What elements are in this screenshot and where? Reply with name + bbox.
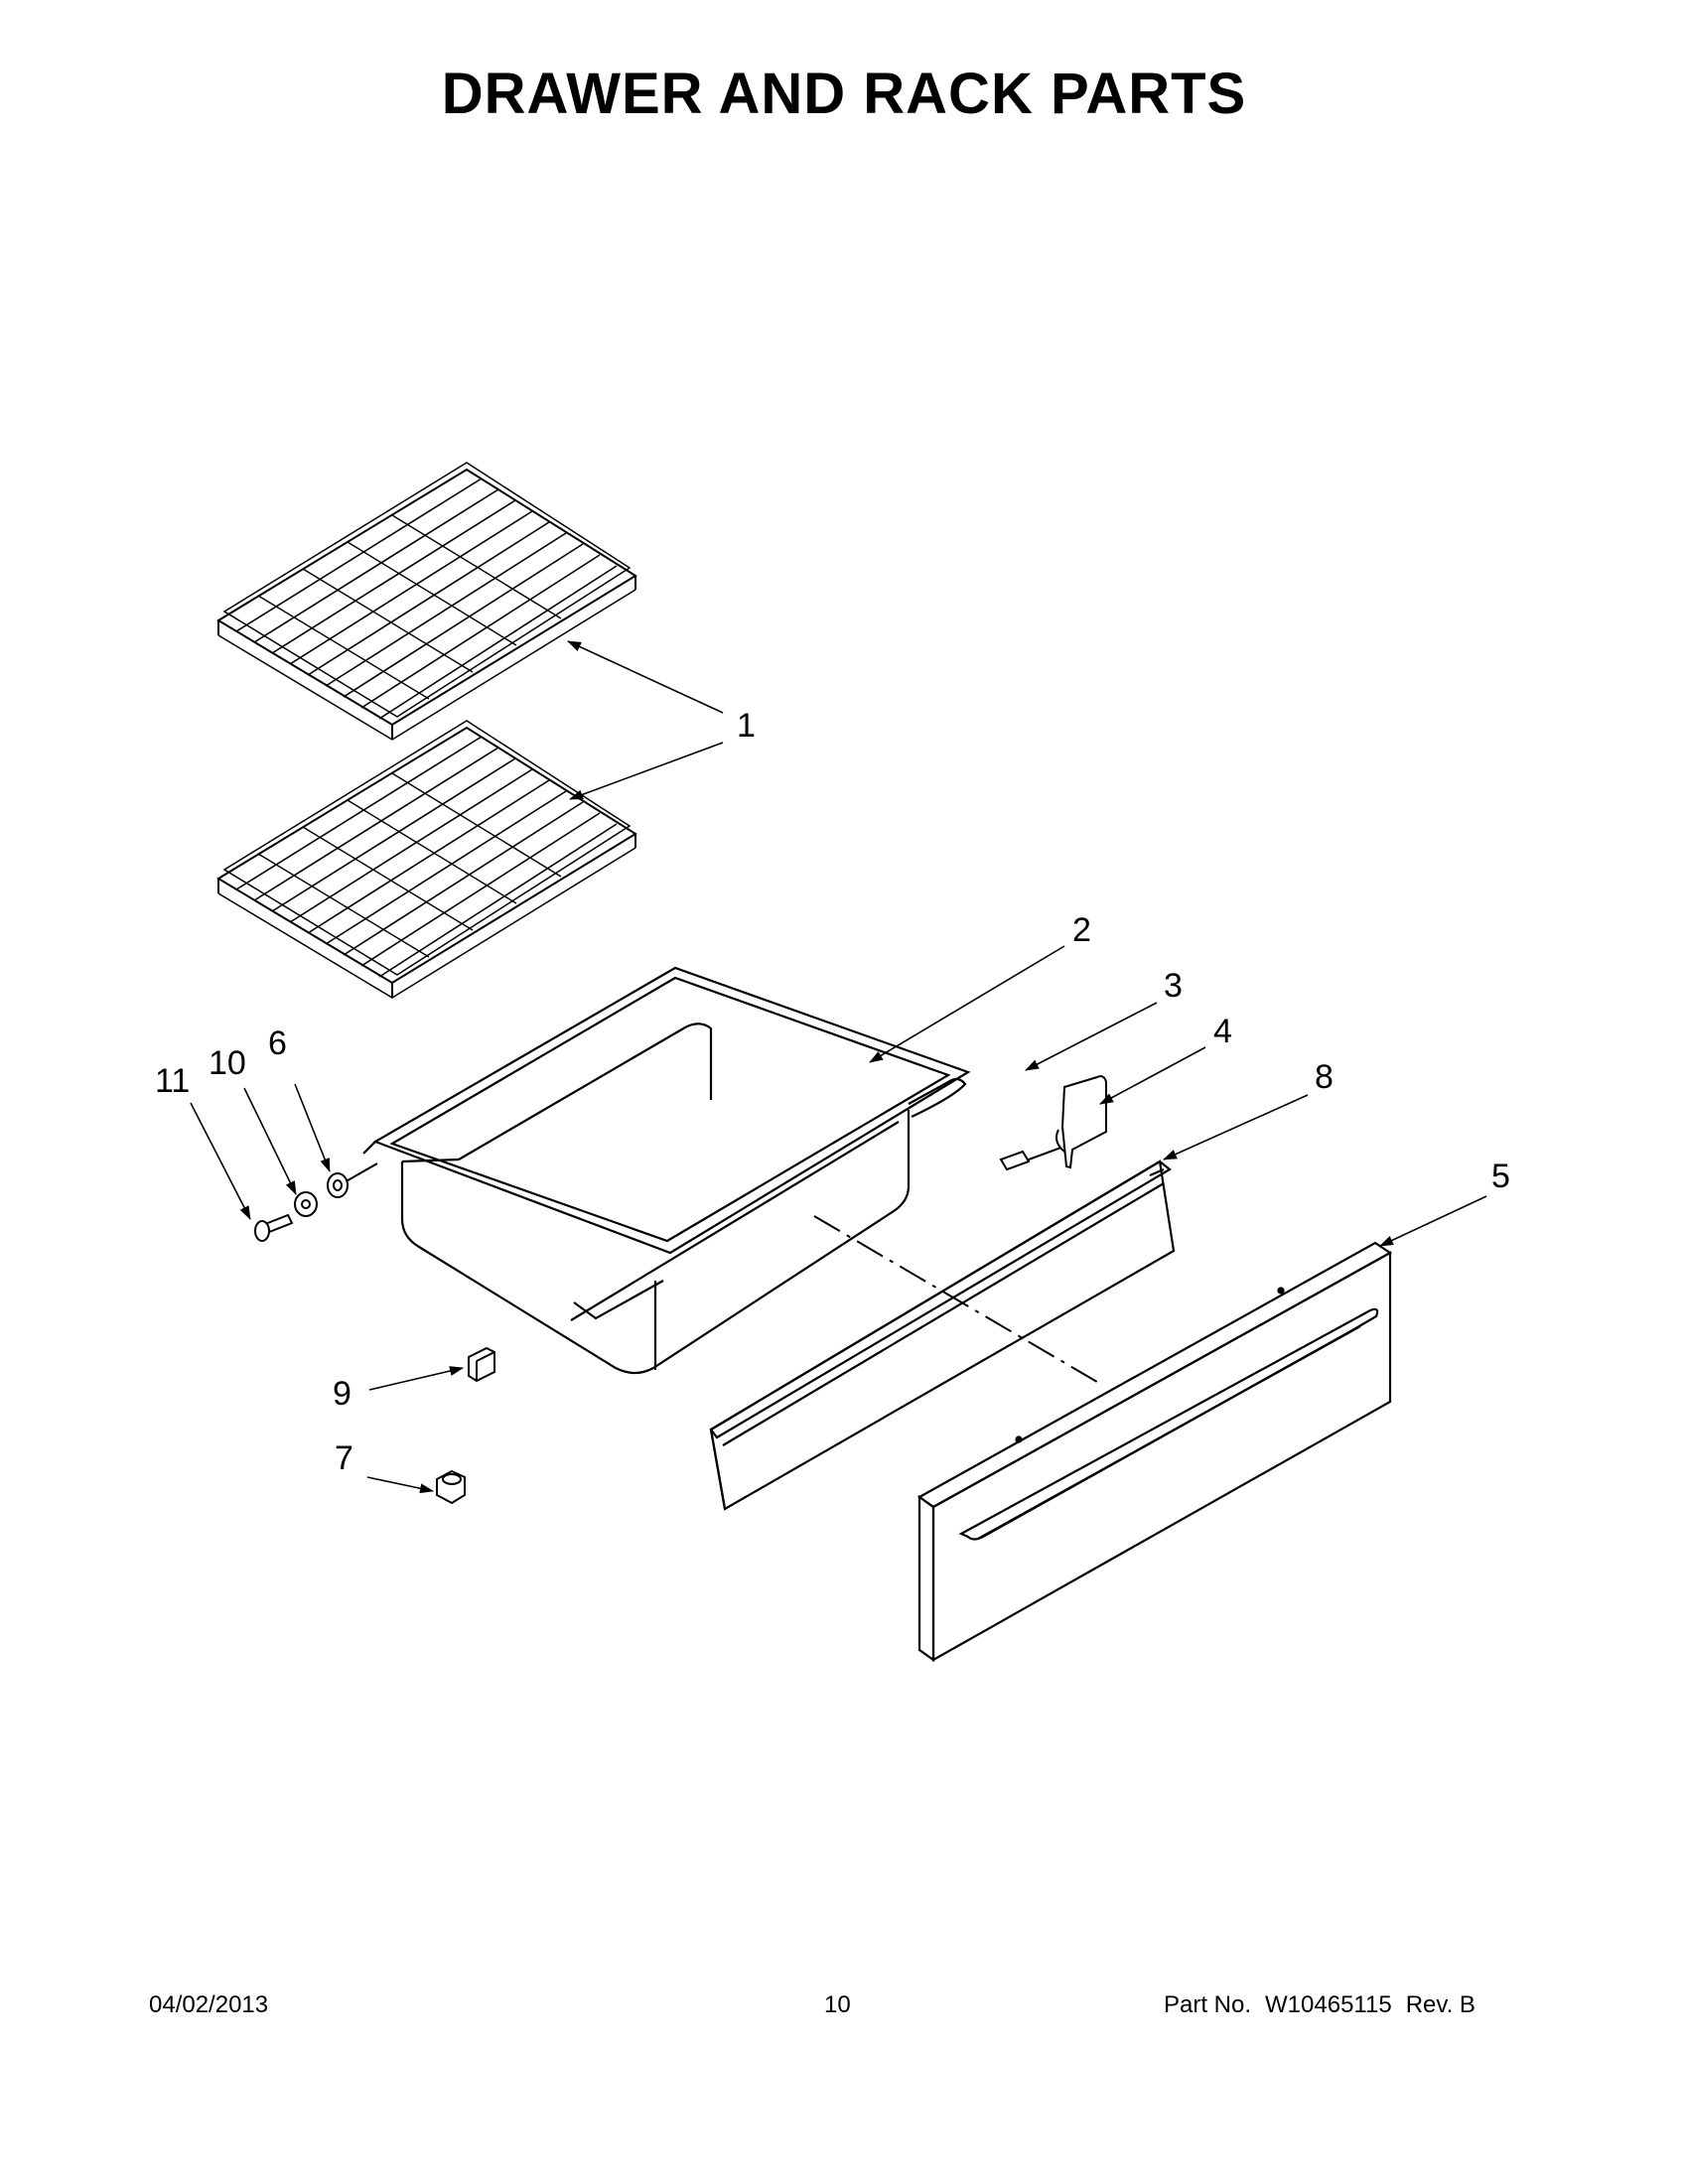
- footer-part-info: Part No. W10465115 Rev. B: [1164, 1993, 1476, 2017]
- callout-9: 9: [333, 1375, 352, 1413]
- drawer-front-outer: [916, 1241, 1393, 1663]
- assembly-centerline: [813, 1215, 1103, 1386]
- callout-4: 4: [1213, 1013, 1232, 1050]
- callout-10: 10: [209, 1044, 246, 1082]
- callout-8: 8: [1315, 1058, 1334, 1096]
- drawer-wheel-hardware: [254, 1162, 378, 1242]
- leader-lines: [190, 640, 1487, 1494]
- footer-part-label: Part No.: [1164, 1991, 1252, 2018]
- callout-6: 6: [268, 1024, 287, 1062]
- drawer-stop-block: [468, 1346, 495, 1383]
- footer-part-number: W10465115: [1265, 1991, 1392, 2018]
- callout-3: 3: [1164, 967, 1183, 1005]
- callout-7: 7: [335, 1439, 353, 1477]
- footer-date: 04/02/2013: [149, 1991, 269, 2018]
- drawer-inner-panel: [709, 1160, 1176, 1511]
- oven-rack-lower: [216, 720, 637, 999]
- footer-page-number: 10: [824, 1991, 851, 2018]
- page-title: DRAWER AND RACK PARTS: [441, 62, 1247, 126]
- footer-revision: Rev. B: [1405, 1991, 1476, 2018]
- oven-rack-upper: [216, 462, 637, 741]
- callout-11: 11: [155, 1062, 190, 1100]
- drawer-bracket-hardware: [999, 1075, 1107, 1171]
- callout-5: 5: [1491, 1158, 1510, 1195]
- callout-2: 2: [1072, 911, 1091, 949]
- callout-1: 1: [737, 707, 756, 745]
- hex-nut: [436, 1469, 466, 1505]
- drawer-pan: [362, 966, 971, 1375]
